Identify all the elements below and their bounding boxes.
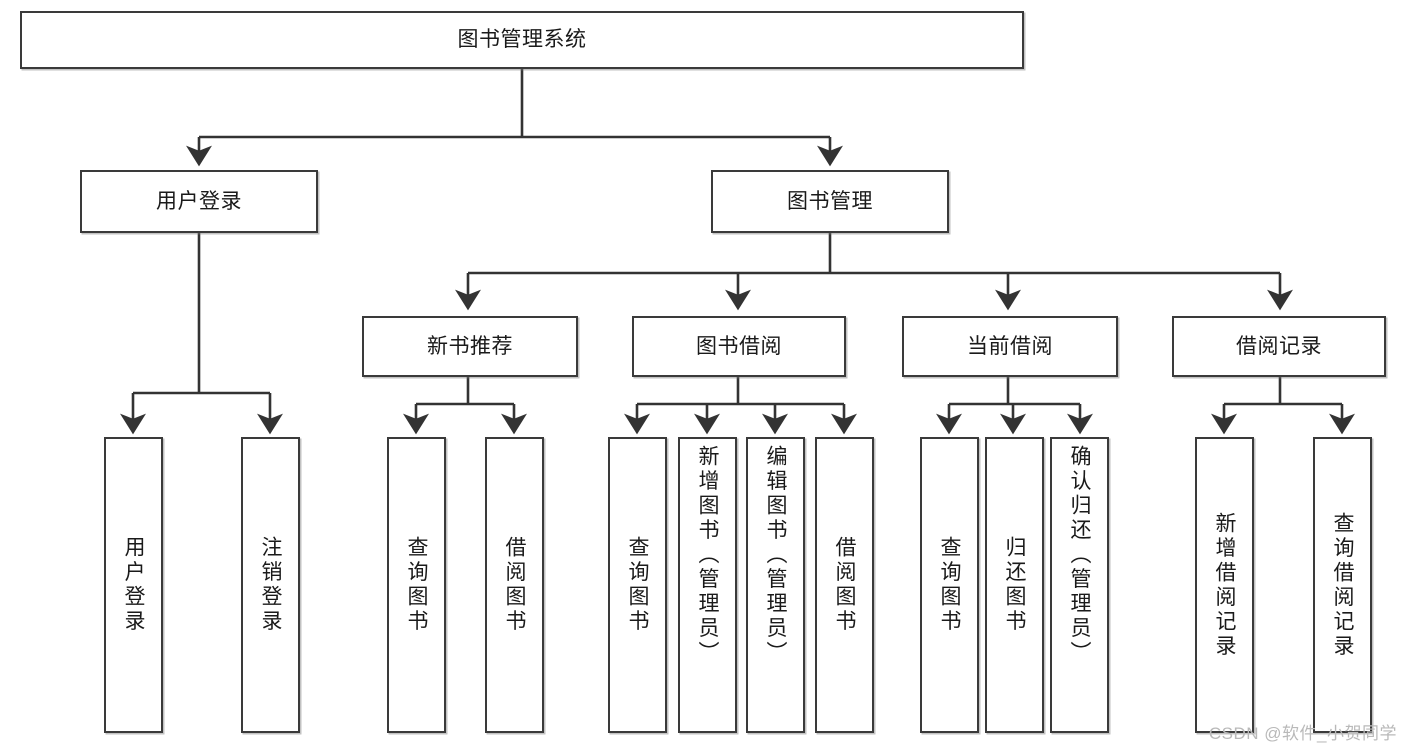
node-leaf-query-book-1[interactable]: 查询图书 [387, 437, 446, 733]
node-leaf-query-record[interactable]: 查询借阅记录 [1313, 437, 1372, 733]
node-leaf-add-record-label: 新增借阅记录 [1213, 511, 1236, 659]
node-book-manage[interactable]: 图书管理 [711, 170, 949, 233]
node-user-login[interactable]: 用户登录 [80, 170, 318, 233]
node-root-label: 图书管理系统 [457, 28, 587, 52]
node-leaf-confirm-return-label: 确认归还（管理员） [1068, 445, 1091, 666]
node-leaf-borrow-book-1[interactable]: 借阅图书 [485, 437, 544, 733]
node-leaf-return-book[interactable]: 归还图书 [985, 437, 1044, 733]
node-leaf-user-login-label: 用户登录 [122, 536, 145, 634]
node-leaf-add-book[interactable]: 新增图书（管理员） [678, 437, 737, 733]
node-borrow-record-label: 借阅记录 [1236, 334, 1322, 358]
node-leaf-add-record[interactable]: 新增借阅记录 [1195, 437, 1254, 733]
node-leaf-query-book-1-label: 查询图书 [405, 536, 428, 634]
node-leaf-query-book-2[interactable]: 查询图书 [608, 437, 667, 733]
node-leaf-query-record-label: 查询借阅记录 [1331, 511, 1354, 659]
node-leaf-logout-login[interactable]: 注销登录 [241, 437, 300, 733]
node-leaf-confirm-return[interactable]: 确认归还（管理员） [1050, 437, 1109, 733]
node-user-login-label: 用户登录 [156, 189, 242, 213]
node-root[interactable]: 图书管理系统 [20, 11, 1024, 69]
node-leaf-add-book-label: 新增图书（管理员） [696, 445, 719, 666]
node-leaf-logout-login-label: 注销登录 [259, 536, 282, 634]
node-leaf-query-book-2-label: 查询图书 [626, 536, 649, 634]
node-current-borrow-label: 当前借阅 [967, 334, 1053, 358]
node-leaf-edit-book-label: 编辑图书（管理员） [764, 445, 787, 666]
watermark: CSDN @软件_小贺同学 [1208, 724, 1397, 743]
node-new-book-rec[interactable]: 新书推荐 [362, 316, 578, 377]
node-leaf-borrow-book-2[interactable]: 借阅图书 [815, 437, 874, 733]
node-leaf-query-book-3[interactable]: 查询图书 [920, 437, 979, 733]
node-current-borrow[interactable]: 当前借阅 [902, 316, 1118, 377]
node-book-borrow[interactable]: 图书借阅 [632, 316, 846, 377]
node-book-manage-label: 图书管理 [787, 189, 873, 213]
node-book-borrow-label: 图书借阅 [696, 334, 782, 358]
node-borrow-record[interactable]: 借阅记录 [1172, 316, 1386, 377]
node-leaf-borrow-book-1-label: 借阅图书 [503, 536, 526, 634]
node-new-book-rec-label: 新书推荐 [427, 334, 513, 358]
node-leaf-edit-book[interactable]: 编辑图书（管理员） [746, 437, 805, 733]
node-leaf-return-book-label: 归还图书 [1003, 536, 1026, 634]
node-leaf-borrow-book-2-label: 借阅图书 [833, 536, 856, 634]
node-leaf-query-book-3-label: 查询图书 [938, 536, 961, 634]
node-leaf-user-login[interactable]: 用户登录 [104, 437, 163, 733]
